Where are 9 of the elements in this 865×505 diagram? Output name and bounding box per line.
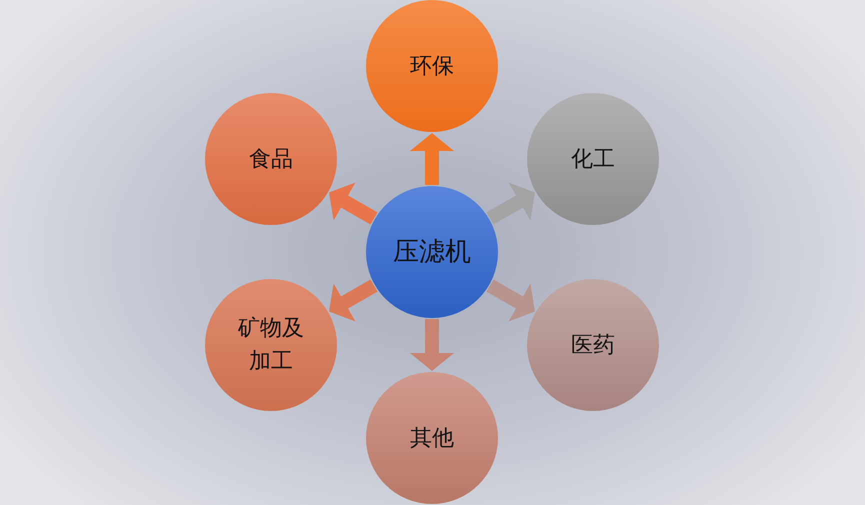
node-label: 化工 xyxy=(570,146,616,174)
block-arrow xyxy=(410,319,454,371)
node-label: 其他 xyxy=(409,424,455,452)
block-arrow xyxy=(410,133,454,185)
node-label: 医药 xyxy=(570,332,616,360)
node-label: 压滤机 xyxy=(392,236,472,268)
node-label: 矿物及加工 xyxy=(237,315,305,376)
node-label: 环保 xyxy=(409,52,455,80)
node-label: 食品 xyxy=(248,146,294,174)
